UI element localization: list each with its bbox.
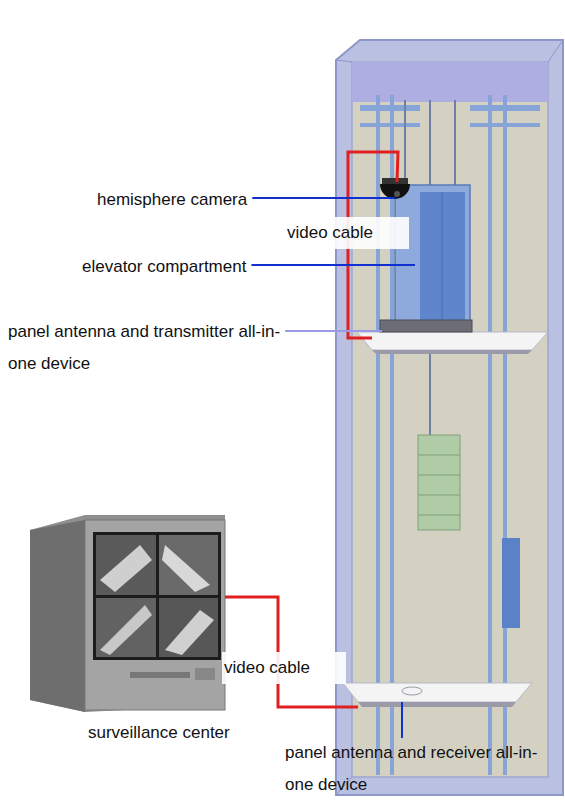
drawing-part	[357, 332, 548, 350]
drawing-part	[285, 330, 382, 332]
drawing-part	[96, 535, 156, 595]
drawing-part	[159, 598, 218, 657]
drawing-part	[130, 672, 190, 678]
elevator-shaft	[336, 40, 563, 795]
drawing-part	[394, 191, 400, 197]
drawing-part	[195, 668, 215, 680]
drawing-part	[418, 435, 460, 530]
drawing-part	[372, 350, 532, 354]
drawing-part	[488, 95, 492, 775]
drawing-part	[336, 40, 563, 795]
drawing-part	[503, 95, 507, 775]
part-label: elevator compartment	[82, 251, 312, 283]
dome-camera	[380, 178, 410, 199]
drawing-part	[470, 105, 540, 111]
counterweight	[418, 435, 460, 530]
drawing-part	[159, 535, 218, 595]
drawing-part	[454, 100, 456, 185]
drawing-part	[404, 100, 406, 185]
drawing-part	[360, 123, 420, 127]
part-label: surveillance center	[88, 717, 308, 749]
drawing-part	[343, 683, 532, 702]
part-label: panel antenna and receiver all-in-one de…	[285, 737, 560, 800]
drawing-part	[402, 687, 422, 695]
receiver-device	[343, 683, 532, 707]
drawing-part	[548, 40, 563, 62]
drawing-part	[251, 264, 415, 266]
part-label: panel antenna and transmitter all-in-one…	[8, 316, 283, 380]
drawing-part	[100, 605, 152, 655]
drawing-part	[470, 123, 540, 127]
drawing-part	[85, 520, 225, 710]
part-label: hemisphere camera	[97, 184, 297, 216]
elevator-car	[395, 185, 470, 330]
drawing-part	[418, 515, 460, 516]
drawing-part	[380, 320, 472, 332]
part-label: video cable	[222, 652, 346, 684]
drawing-part	[418, 475, 460, 476]
drawing-part	[395, 185, 470, 330]
drawing-part	[96, 598, 156, 657]
drawing-part	[30, 520, 85, 712]
drawing-part	[382, 178, 408, 184]
drawing-part	[352, 62, 548, 777]
drawing-part	[360, 105, 420, 111]
transmitter-device	[357, 320, 548, 354]
drawing-part	[401, 702, 403, 738]
drawing-part	[358, 702, 516, 707]
part-label: video cable	[285, 217, 409, 249]
drawing-part	[165, 610, 214, 655]
shaft-panel	[502, 538, 520, 628]
drawing-part	[336, 60, 352, 62]
drawing-part	[100, 545, 152, 592]
drawing-part	[30, 515, 225, 712]
drawing-part	[352, 62, 548, 102]
drawing-part	[418, 495, 460, 496]
drawing-part	[420, 192, 465, 324]
drawing-part	[418, 455, 460, 456]
monitor	[30, 515, 225, 712]
drawing-part	[93, 532, 221, 660]
drawing-part	[380, 184, 410, 199]
drawing-part	[162, 545, 210, 592]
drawing-part	[252, 197, 395, 199]
drawing-part	[442, 192, 443, 324]
